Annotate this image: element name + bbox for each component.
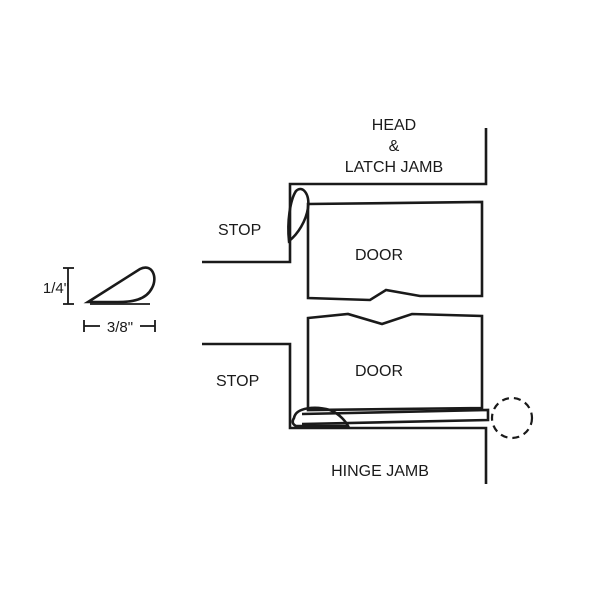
- latch-jamb-label: LATCH JAMB: [345, 159, 443, 176]
- latch-jamb-frame: [202, 128, 488, 264]
- door-slab-bottom: [306, 312, 484, 412]
- height-dimension-label: 1/4": [43, 280, 69, 297]
- width-dimension-label: 3/8": [107, 319, 133, 336]
- hinge-pin-icon: [490, 396, 534, 440]
- hinge-leaf: [301, 408, 490, 426]
- ampersand-label: &: [389, 138, 400, 155]
- hinge-jamb-frame: [202, 342, 488, 484]
- profile-section: [63, 266, 156, 332]
- hinge-jamb-label: HINGE JAMB: [331, 463, 429, 480]
- latch-jamb-section: [202, 128, 488, 302]
- door-slab-top: [306, 200, 484, 302]
- hinge-seal: [291, 406, 351, 428]
- head-label: HEAD: [372, 117, 416, 134]
- door-top-label: DOOR: [355, 247, 403, 264]
- stop-top-label: STOP: [218, 222, 261, 239]
- weatherstrip-profile: [83, 266, 156, 304]
- hinge-jamb-section: [202, 312, 534, 484]
- latch-seal: [287, 187, 310, 244]
- door-bottom-label: DOOR: [355, 363, 403, 380]
- stop-bottom-label: STOP: [216, 373, 259, 390]
